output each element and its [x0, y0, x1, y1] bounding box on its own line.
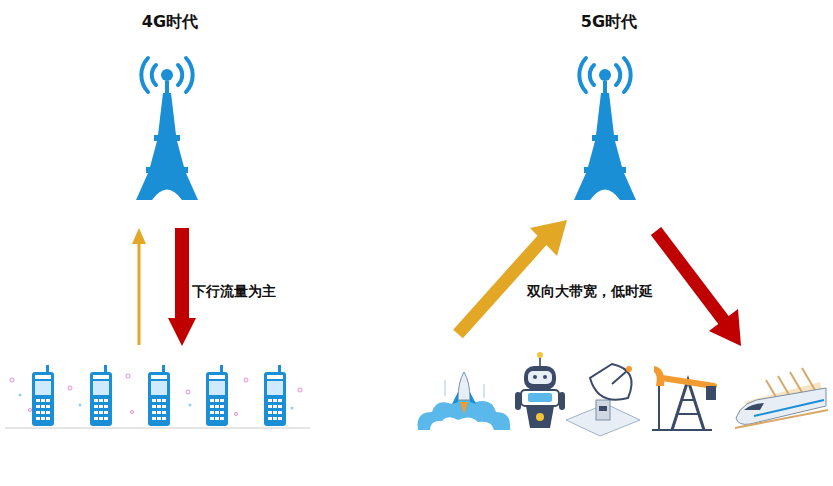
base-station-tower: [136, 58, 198, 200]
high-speed-train-icon: [735, 368, 828, 428]
mobile-phone: [148, 365, 170, 426]
robot-icon: [515, 352, 565, 428]
uplink-arrow: [458, 220, 567, 334]
mobile-phone: [90, 365, 112, 426]
downlink-arrow: [656, 231, 741, 346]
satellite-dish-icon: [566, 364, 640, 436]
rocket-icon: [418, 372, 511, 430]
traffic-note: 双向大带宽，低时延: [527, 283, 653, 300]
mobile-phone: [32, 365, 54, 426]
uplink-arrow: [132, 228, 146, 345]
mobile-phone: [264, 365, 286, 426]
ground-line: [5, 428, 310, 429]
downlink-arrow: [168, 228, 196, 346]
era-heading: 5G时代: [581, 12, 637, 31]
era-heading: 4G时代: [142, 12, 198, 31]
oil-pump-icon: [652, 366, 716, 430]
base-station-tower: [574, 58, 636, 200]
traffic-note: 下行流量为主: [192, 283, 276, 300]
mobile-phone: [206, 365, 228, 426]
